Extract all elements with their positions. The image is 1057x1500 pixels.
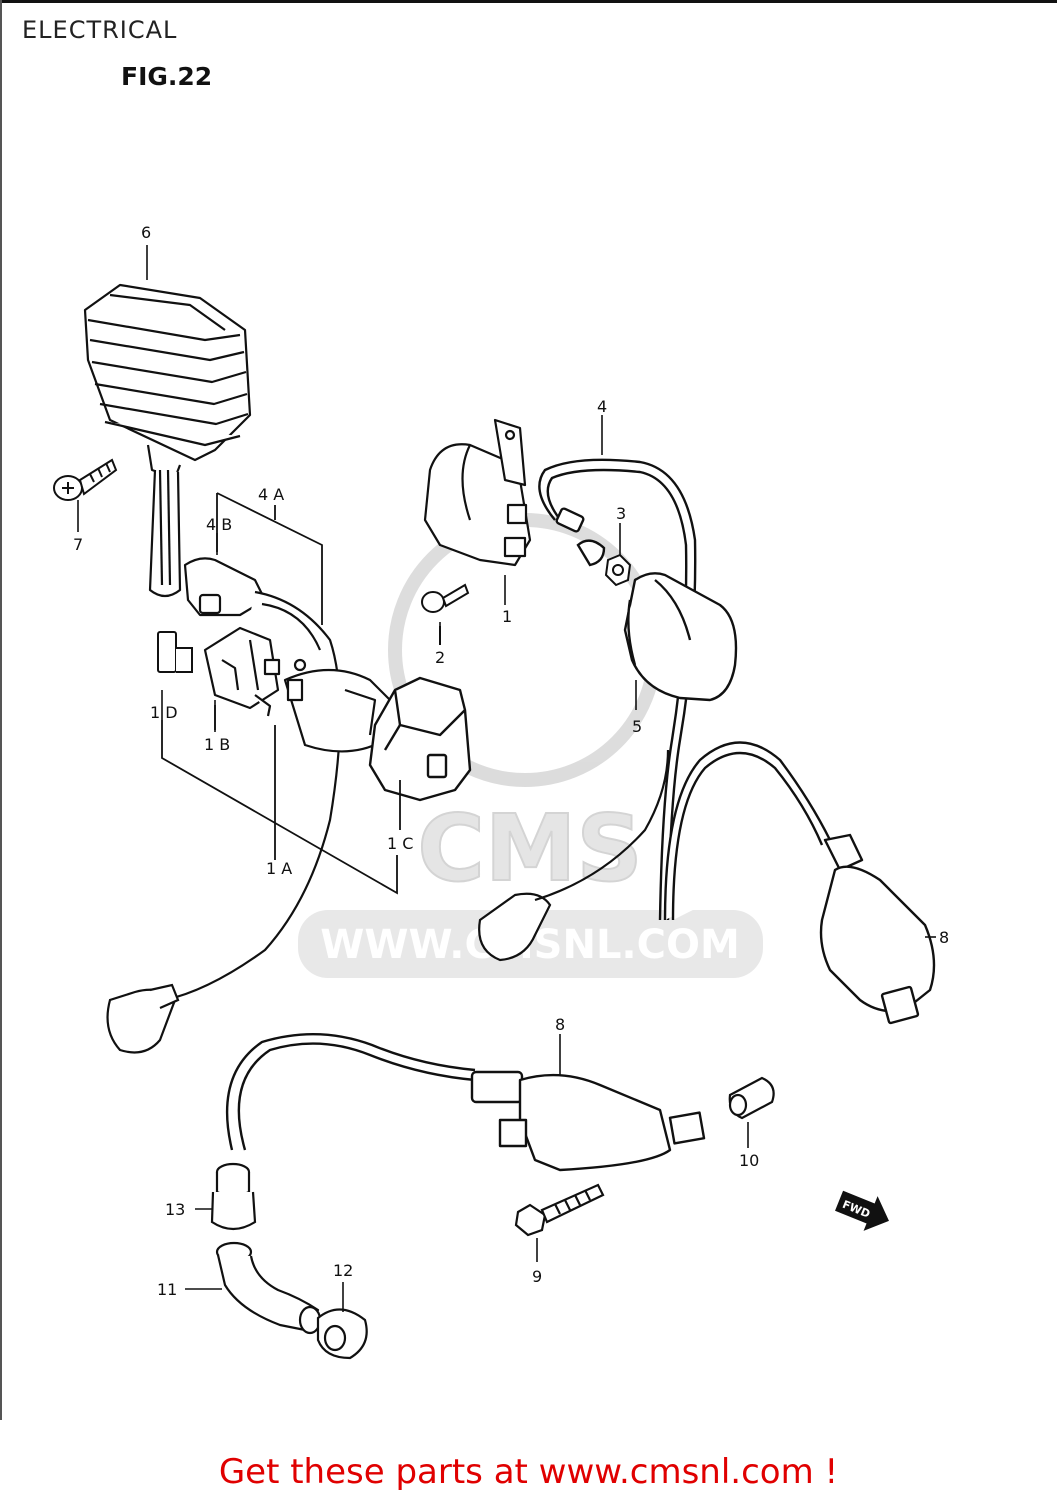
callout-8-right: 8: [939, 928, 949, 947]
callout-6: 6: [141, 223, 151, 242]
part-5-boot: [623, 572, 738, 702]
callout-1a: 1 A: [266, 859, 292, 878]
callout-5: 5: [632, 717, 642, 736]
top-border: [0, 0, 1057, 3]
callout-1b: 1 B: [204, 735, 230, 754]
figure-title: FIG.22: [121, 62, 213, 91]
part-4-lead: [538, 458, 697, 921]
callout-2: 2: [435, 648, 445, 667]
footer-promo-link[interactable]: Get these parts at www.cmsnl.com !: [218, 1452, 839, 1492]
part-13-grommet: [210, 1162, 257, 1231]
callout-1c: 1 C: [387, 834, 413, 853]
fwd-arrow-icon: FWD: [835, 1190, 889, 1231]
exploded-diagram: CMS WWW.CMSNL.COM: [53, 223, 949, 1360]
part-10-spacer: [728, 1076, 775, 1120]
left-border: [0, 0, 2, 1420]
watermark-logo-text: CMS: [417, 795, 642, 902]
part-3-nut: [604, 553, 632, 587]
callout-7: 7: [73, 535, 83, 554]
callout-4: 4: [597, 397, 607, 416]
section-title: ELECTRICAL: [22, 16, 178, 44]
part-8-coil-lower: [225, 1032, 706, 1172]
callout-1: 1: [502, 607, 512, 626]
callout-4b: 4 B: [206, 515, 232, 534]
watermark: CMS WWW.CMSNL.COM: [298, 513, 763, 978]
callout-9: 9: [532, 1267, 542, 1286]
callout-13: 13: [165, 1200, 185, 1219]
part-1d-fuse: [157, 631, 193, 673]
callout-brackets-left: [161, 492, 401, 895]
part-8-coil-right: [663, 741, 936, 1025]
part-12-seal: [316, 1308, 368, 1360]
callout-11: 11: [157, 1280, 177, 1299]
part-1b-fuse-holder: [203, 626, 281, 717]
callout-12: 12: [333, 1261, 353, 1280]
plug-cap-left: [106, 983, 180, 1054]
callout-1d: 1 D: [150, 703, 178, 722]
callout-10: 10: [739, 1151, 759, 1170]
part-11-plug-cap: [215, 1241, 322, 1335]
callout-8-lower: 8: [555, 1015, 565, 1034]
part-1a-starter-relay: [283, 658, 392, 753]
part-6-regulator: [83, 283, 252, 598]
callout-4a: 4 A: [258, 485, 284, 504]
part-2-screw: [421, 583, 470, 645]
part-9-bolt: [514, 1183, 605, 1237]
callout-3: 3: [616, 504, 626, 523]
plug-cap-centre: [478, 749, 670, 962]
part-7-screw: [53, 458, 118, 501]
part-1c-relay-cover: [368, 676, 472, 802]
leader-lines: [77, 245, 936, 1312]
part-1-starter-relay: [423, 418, 532, 567]
